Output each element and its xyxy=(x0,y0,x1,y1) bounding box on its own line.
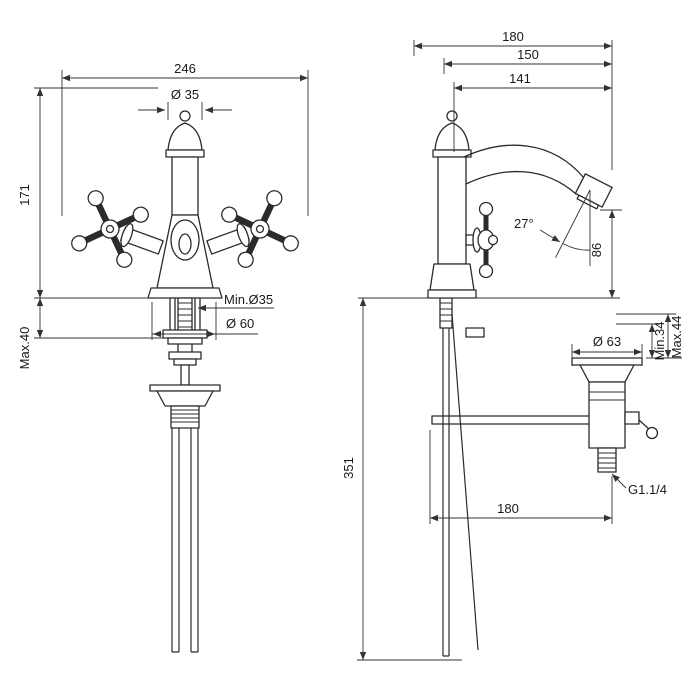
side-waste-assembly xyxy=(571,357,659,473)
spout-finial xyxy=(446,110,458,122)
dim-dia35-label: Ø 35 xyxy=(171,87,199,102)
side-dimensions: 180 150 141 86 Ø 63 Min.34 Max.44 xyxy=(341,29,684,661)
waste-tailpiece xyxy=(597,447,617,473)
dim-180top-label: 180 xyxy=(502,29,524,44)
front-view: 246 Ø 35 171 Max.40 Min.Ø35 Ø 60 xyxy=(17,61,309,653)
plug-stem xyxy=(180,364,190,386)
spout-bell-cap xyxy=(434,122,470,151)
waste-dome xyxy=(579,364,635,383)
supply-pipe xyxy=(442,328,450,657)
base-plate xyxy=(427,289,477,299)
dim-dia35-extensions xyxy=(167,102,203,120)
body-column xyxy=(437,156,467,265)
shank-threads xyxy=(440,302,452,322)
dim-246-extensions xyxy=(61,70,309,216)
dim-171-extensions xyxy=(34,87,158,299)
dim-150-label: 150 xyxy=(517,47,539,62)
dim-180bot-extensions xyxy=(429,430,613,524)
dim-27deg-label: 27° xyxy=(514,216,534,231)
plug-top xyxy=(168,351,202,360)
waste-tubes xyxy=(171,428,199,653)
lever-ball xyxy=(645,426,659,440)
aerator-face xyxy=(576,194,600,210)
spout-lower-curve xyxy=(465,170,577,195)
base-cone xyxy=(429,263,475,291)
waste-dome xyxy=(156,390,214,407)
thread-hatching xyxy=(178,302,192,328)
front-dimensions: 246 Ø 35 171 Max.40 Min.Ø35 Ø 60 xyxy=(17,61,309,370)
dim-thread-label: G1.1/4 xyxy=(628,482,667,497)
dim-min-dia35-label: Min.Ø35 xyxy=(224,292,273,307)
dim-max40-label: Max.40 xyxy=(17,327,32,370)
spout-upper-curve xyxy=(463,144,585,179)
front-faucet-outline xyxy=(147,110,223,299)
waste-body-detail xyxy=(589,391,625,401)
lever-nut xyxy=(624,411,640,425)
side-view: 27° 180 150 141 xyxy=(341,29,684,661)
spout-column xyxy=(171,156,199,216)
dim-dia60-label: Ø 60 xyxy=(226,316,254,331)
aerator xyxy=(574,173,613,210)
threaded-shank xyxy=(177,297,193,355)
dim-dia63-label: Ø 63 xyxy=(593,334,621,349)
dim-86-label: 86 xyxy=(589,243,604,257)
dim-351-label: 351 xyxy=(341,457,356,479)
front-shank xyxy=(162,297,208,355)
waste-flange xyxy=(571,357,643,366)
left-cross-handle xyxy=(71,190,164,268)
cap-ring xyxy=(165,149,205,158)
handle-flange xyxy=(120,223,134,248)
dim-246-label: 246 xyxy=(174,61,196,76)
drain-link-pipe xyxy=(431,415,591,425)
aerator-angle-construction: 27° xyxy=(514,189,591,266)
washer xyxy=(167,337,203,345)
spout-bell-cap xyxy=(167,122,203,151)
side-underdeck xyxy=(431,297,591,657)
dim-max44-label: Max.44 xyxy=(669,316,684,359)
angle-arc xyxy=(562,243,591,251)
dim-min34-label: Min.34 xyxy=(652,321,667,360)
right-cross-handle xyxy=(206,190,299,268)
mounting-clamp xyxy=(465,327,485,338)
waste-flange xyxy=(149,384,221,392)
side-cross-handle xyxy=(465,201,499,279)
handle-flange xyxy=(236,223,250,248)
angle-lines xyxy=(555,189,591,266)
spout-finial xyxy=(179,110,191,122)
waste-body xyxy=(588,381,626,449)
tail-threads xyxy=(598,452,616,469)
base-flange xyxy=(147,287,223,299)
spout-outlet-inner xyxy=(178,233,192,255)
popup-rod xyxy=(451,313,479,651)
dim-141-label: 141 xyxy=(509,71,531,86)
angle-leader xyxy=(539,229,561,243)
tail-threads xyxy=(171,409,199,423)
dim-171-label: 171 xyxy=(17,184,32,206)
side-faucet-outline xyxy=(427,110,613,299)
dim-thread-leader xyxy=(611,473,627,489)
front-waste-assembly xyxy=(149,351,221,653)
waste-tail xyxy=(170,405,200,429)
dim-180bot-label: 180 xyxy=(497,501,519,516)
